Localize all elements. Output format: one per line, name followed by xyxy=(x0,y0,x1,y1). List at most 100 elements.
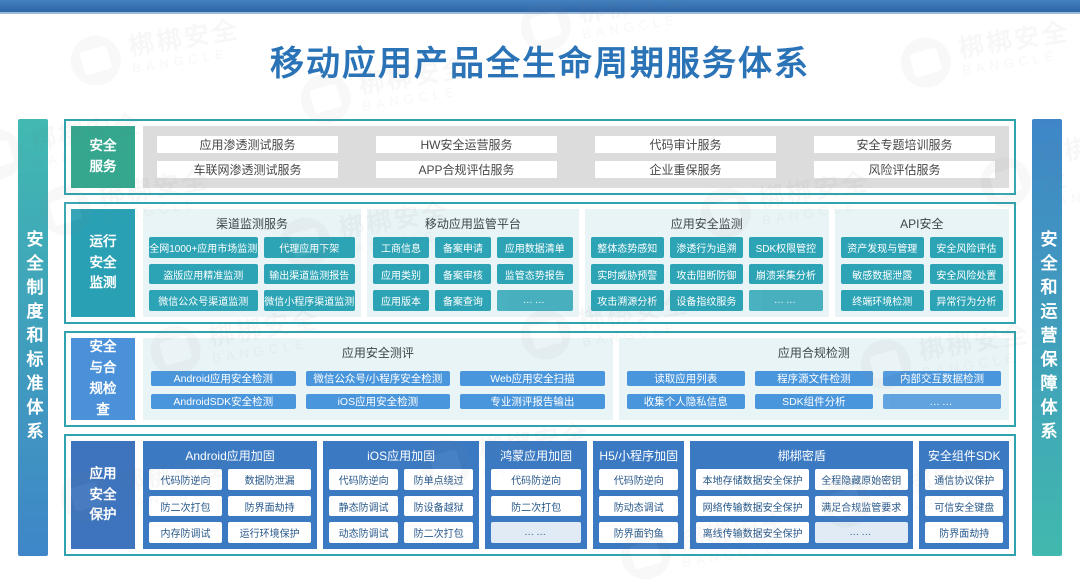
group-title: 应用合规检测 xyxy=(777,346,850,360)
item: 监管态势报告 xyxy=(496,263,573,285)
item: 代码防逆向 xyxy=(329,469,399,490)
item: SDK组件分析 xyxy=(754,394,873,409)
item: iOS应用安全检测 xyxy=(305,394,451,409)
item: 网络传输数据安全保护 xyxy=(696,495,809,517)
item: 代码防逆向 xyxy=(599,469,679,490)
item: 满足合规监管要求 xyxy=(814,495,908,517)
item: 设备指纹服务 xyxy=(669,290,743,312)
group-protect: H5/小程序加固代码防逆向防动态调试防界面钓鱼 xyxy=(593,441,685,549)
item: 数据防泄漏 xyxy=(228,469,312,490)
item: 防界面劫持 xyxy=(925,522,1003,544)
item: …… xyxy=(748,290,823,312)
section-runtime-security-monitoring: 运行安全监测 渠道监测服务全网1000+应用市场监测盗版应用精准监测微信公众号渠… xyxy=(64,202,1016,324)
item: 本地存储数据安全保护 xyxy=(696,469,809,490)
group-title: Android应用加固 xyxy=(185,449,275,463)
item: …… xyxy=(814,522,908,544)
group-title: 鸿蒙应用加固 xyxy=(500,449,573,463)
group-title: 渠道监测服务 xyxy=(216,217,289,231)
item: 代码防逆向 xyxy=(149,469,223,490)
item: 微信小程序渠道监测 xyxy=(263,290,356,312)
item: 防二次打包 xyxy=(404,522,474,544)
section-label-compliance-check: 安全与合规检查 xyxy=(71,338,135,420)
item: …… xyxy=(496,290,573,312)
item: 代理应用下架 xyxy=(263,237,356,258)
item: 全网1000+应用市场监测 xyxy=(149,237,258,258)
item: AndroidSDK安全检测 xyxy=(151,394,296,409)
section-app-security-protection: 应用安全保护 Android应用加固代码防逆向防二次打包内存防调试数据防泄漏防界… xyxy=(64,434,1016,556)
item: 应用版本 xyxy=(373,290,429,312)
item: …… xyxy=(882,394,1001,409)
group-monitor: 移动应用监管平台工商信息应用类别应用版本备案申请备案审核备案查询应用数据清单监管… xyxy=(367,209,579,317)
item: 安全风险处置 xyxy=(929,263,1003,285)
item: 应用类别 xyxy=(373,263,429,285)
item: 异常行为分析 xyxy=(929,290,1003,312)
group-title: 应用安全测评 xyxy=(341,346,414,360)
right-pillar-security-operations: 安全和运营保障体系 xyxy=(1032,119,1062,556)
item: 动态防调试 xyxy=(329,522,399,544)
item: 静态防调试 xyxy=(329,495,399,517)
item: 读取应用列表 xyxy=(626,371,745,386)
section-label-runtime-monitoring: 运行安全监测 xyxy=(71,209,135,317)
item: 崩溃采集分析 xyxy=(748,263,823,285)
item: 安全风险评估 xyxy=(929,237,1003,258)
service-item: 应用渗透测试服务 xyxy=(157,136,338,153)
item: 实时威胁预警 xyxy=(590,263,664,285)
group-title: H5/小程序加固 xyxy=(599,449,679,463)
item: 微信公众号渠道监测 xyxy=(149,290,258,312)
group-title: 应用安全监测 xyxy=(670,217,743,231)
top-bar xyxy=(0,0,1080,14)
item: 防界面劫持 xyxy=(228,495,312,517)
item: 防界面钓鱼 xyxy=(599,522,679,544)
item: 敏感数据泄露 xyxy=(840,263,924,285)
service-item: HW安全运营服务 xyxy=(376,136,557,153)
item: …… xyxy=(491,522,582,544)
item: 渗透行为追溯 xyxy=(669,237,743,258)
group-protect: Android应用加固代码防逆向防二次打包内存防调试数据防泄漏防界面劫持运行环境… xyxy=(143,441,318,549)
item: 通信协议保护 xyxy=(925,469,1003,490)
item: SDK权限管控 xyxy=(748,237,823,258)
group-title: 安全组件SDK xyxy=(927,449,1001,463)
section-label-app-protection: 应用安全保护 xyxy=(71,441,135,549)
item: 运行环境保护 xyxy=(228,522,312,544)
section-label-security-services: 安全服务 xyxy=(71,126,135,188)
item: 可信安全键盘 xyxy=(925,495,1003,517)
item: 微信公众号/小程序安全检测 xyxy=(305,371,451,386)
group-protect: 鸿蒙应用加固代码防逆向防二次打包 …… xyxy=(485,441,588,549)
group-compliance: 应用合规检测读取应用列表程序源文件检测内部交互数据检测收集个人隐私信息 SDK组件… xyxy=(618,338,1009,420)
group-title: 梆梆密盾 xyxy=(777,449,826,463)
item: 终端环境检测 xyxy=(840,290,924,312)
item: 资产发现与管理 xyxy=(840,237,924,258)
group-protect: 安全组件SDK 通信协议保护可信安全键盘防界面劫持 xyxy=(919,441,1009,549)
group-title: API安全 xyxy=(900,217,944,231)
item: 代码防逆向 xyxy=(491,469,582,490)
item: 应用数据清单 xyxy=(496,237,573,258)
group-title: iOS应用加固 xyxy=(367,449,436,463)
item: 内部交互数据检测 xyxy=(882,371,1001,386)
item: 备案申请 xyxy=(434,237,491,258)
group-protect: iOS应用加固代码防逆向静态防调试动态防调试 防单点绕过防设备越狱防二次打包 xyxy=(323,441,480,549)
item: 防单点绕过 xyxy=(404,469,474,490)
item: 防设备越狱 xyxy=(404,495,474,517)
item: 收集个人隐私信息 xyxy=(626,394,745,409)
item: 全程隐藏原始密钥 xyxy=(814,469,908,490)
item: 防动态调试 xyxy=(599,495,679,517)
left-pillar-security-standards: 安全制度和标准体系 xyxy=(18,119,48,556)
item: 离线传输数据安全保护 xyxy=(696,522,809,544)
service-item: APP合规评估服务 xyxy=(376,161,557,178)
item: 备案查询 xyxy=(434,290,491,312)
item: Android应用安全检测 xyxy=(151,371,296,386)
item: 程序源文件检测 xyxy=(754,371,873,386)
service-item: 企业重保服务 xyxy=(595,161,776,178)
item: 防二次打包 xyxy=(491,495,582,517)
item: 工商信息 xyxy=(373,237,429,258)
item: 内存防调试 xyxy=(149,522,223,544)
section-security-compliance-check: 安全与合规检查 应用安全测评 Android应用安全检测微信公众号/小程序安全检测… xyxy=(64,331,1016,427)
item: 专业测评报告输出 xyxy=(460,394,605,409)
app-protection-groups: Android应用加固代码防逆向防二次打包内存防调试数据防泄漏防界面劫持运行环境… xyxy=(143,441,1009,549)
